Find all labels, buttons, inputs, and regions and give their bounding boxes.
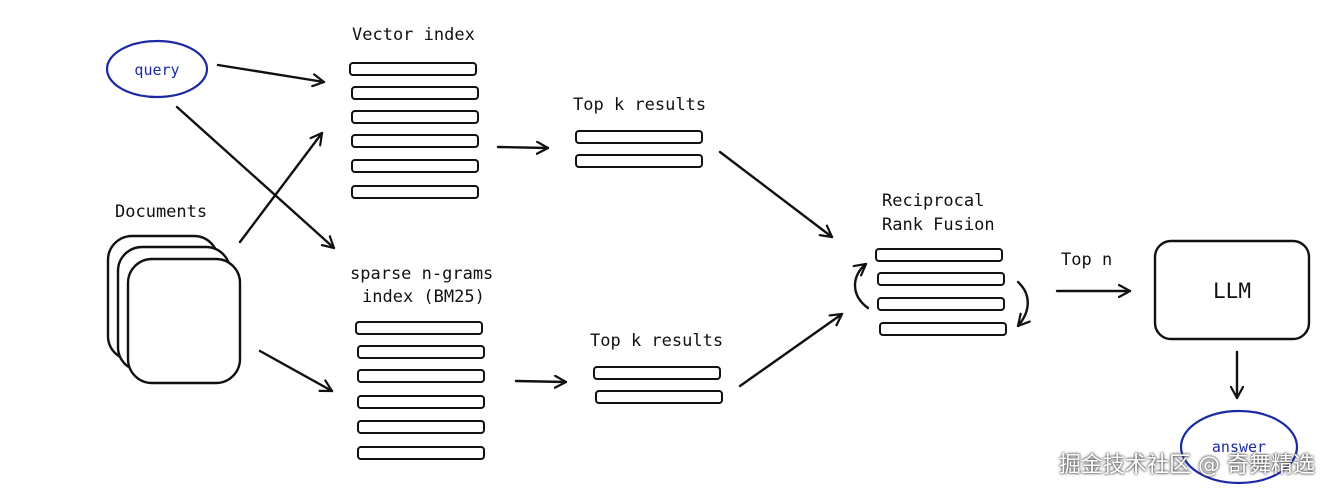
sparse-index-bar [357, 369, 485, 383]
answer-label: answer [1212, 438, 1266, 456]
vector-index-bar [351, 86, 479, 100]
sparse-index-label-line1: sparse n-grams [350, 264, 493, 284]
top-k-results-upper-bars [575, 130, 703, 168]
arrow-documents-to-vector-index [238, 131, 324, 244]
rrf-bar [879, 322, 1007, 336]
sparse-index-bar [357, 446, 485, 460]
top-k-bar [595, 390, 723, 404]
vector-index-bars [349, 62, 479, 199]
sparse-index-bar [355, 321, 483, 335]
arrow-vector-index-to-top-k [496, 147, 550, 148]
sparse-index-bar [357, 420, 485, 434]
llm-label: LLM [1213, 279, 1251, 303]
arrow-top-k-upper-to-rrf [718, 150, 834, 239]
top-k-bar [575, 130, 703, 144]
arrow-documents-to-sparse-index [258, 349, 334, 393]
rrf-bar [877, 272, 1005, 286]
top-n-label: Top n [1061, 250, 1112, 270]
watermark: 掘金技术社区 @ 奇舞精选 [1059, 453, 1315, 478]
vector-index-bar [349, 62, 477, 76]
vector-index-bar [351, 185, 479, 199]
rrf-label-line2: Rank Fusion [882, 215, 995, 235]
answer-node: answer [1179, 409, 1299, 485]
arrow-sparse-index-to-top-k [514, 381, 568, 382]
sparse-index-bar [357, 345, 485, 359]
sparse-index-bar [357, 395, 485, 409]
vector-index-bar [351, 159, 479, 173]
top-k-results-lower-label: Top k results [590, 331, 723, 351]
top-k-results-upper-label: Top k results [573, 95, 706, 115]
top-k-results-lower-bars [593, 366, 723, 404]
arrow-query-to-vector-index [216, 63, 326, 82]
sparse-index-label-line2: index (BM25) [362, 287, 485, 307]
rrf-bars [875, 248, 1007, 336]
llm-node: LLM [1153, 239, 1311, 341]
query-label: query [134, 61, 179, 79]
arrow-top-k-lower-to-rrf [738, 312, 844, 388]
vector-index-label: Vector index [352, 25, 475, 45]
top-k-bar [575, 154, 703, 168]
vector-index-bar [351, 110, 479, 124]
sparse-index-bars [355, 321, 485, 460]
answer-ellipse [1179, 409, 1299, 485]
query-ellipse [105, 39, 209, 99]
query-node: query [105, 39, 209, 99]
vector-index-bar [351, 134, 479, 148]
rrf-bar [877, 297, 1005, 311]
arrow-query-to-sparse-index [175, 105, 336, 250]
rrf-bar [875, 248, 1003, 262]
rrf-label-line1: Reciprocal [882, 191, 984, 211]
documents-label: Documents [115, 202, 207, 222]
llm-box [1153, 239, 1311, 341]
rerank-up-arrow [855, 262, 870, 310]
document-card-front [126, 257, 242, 385]
documents-stack [106, 234, 242, 385]
rerank-down-arrow [1016, 280, 1028, 328]
top-k-bar [593, 366, 721, 380]
